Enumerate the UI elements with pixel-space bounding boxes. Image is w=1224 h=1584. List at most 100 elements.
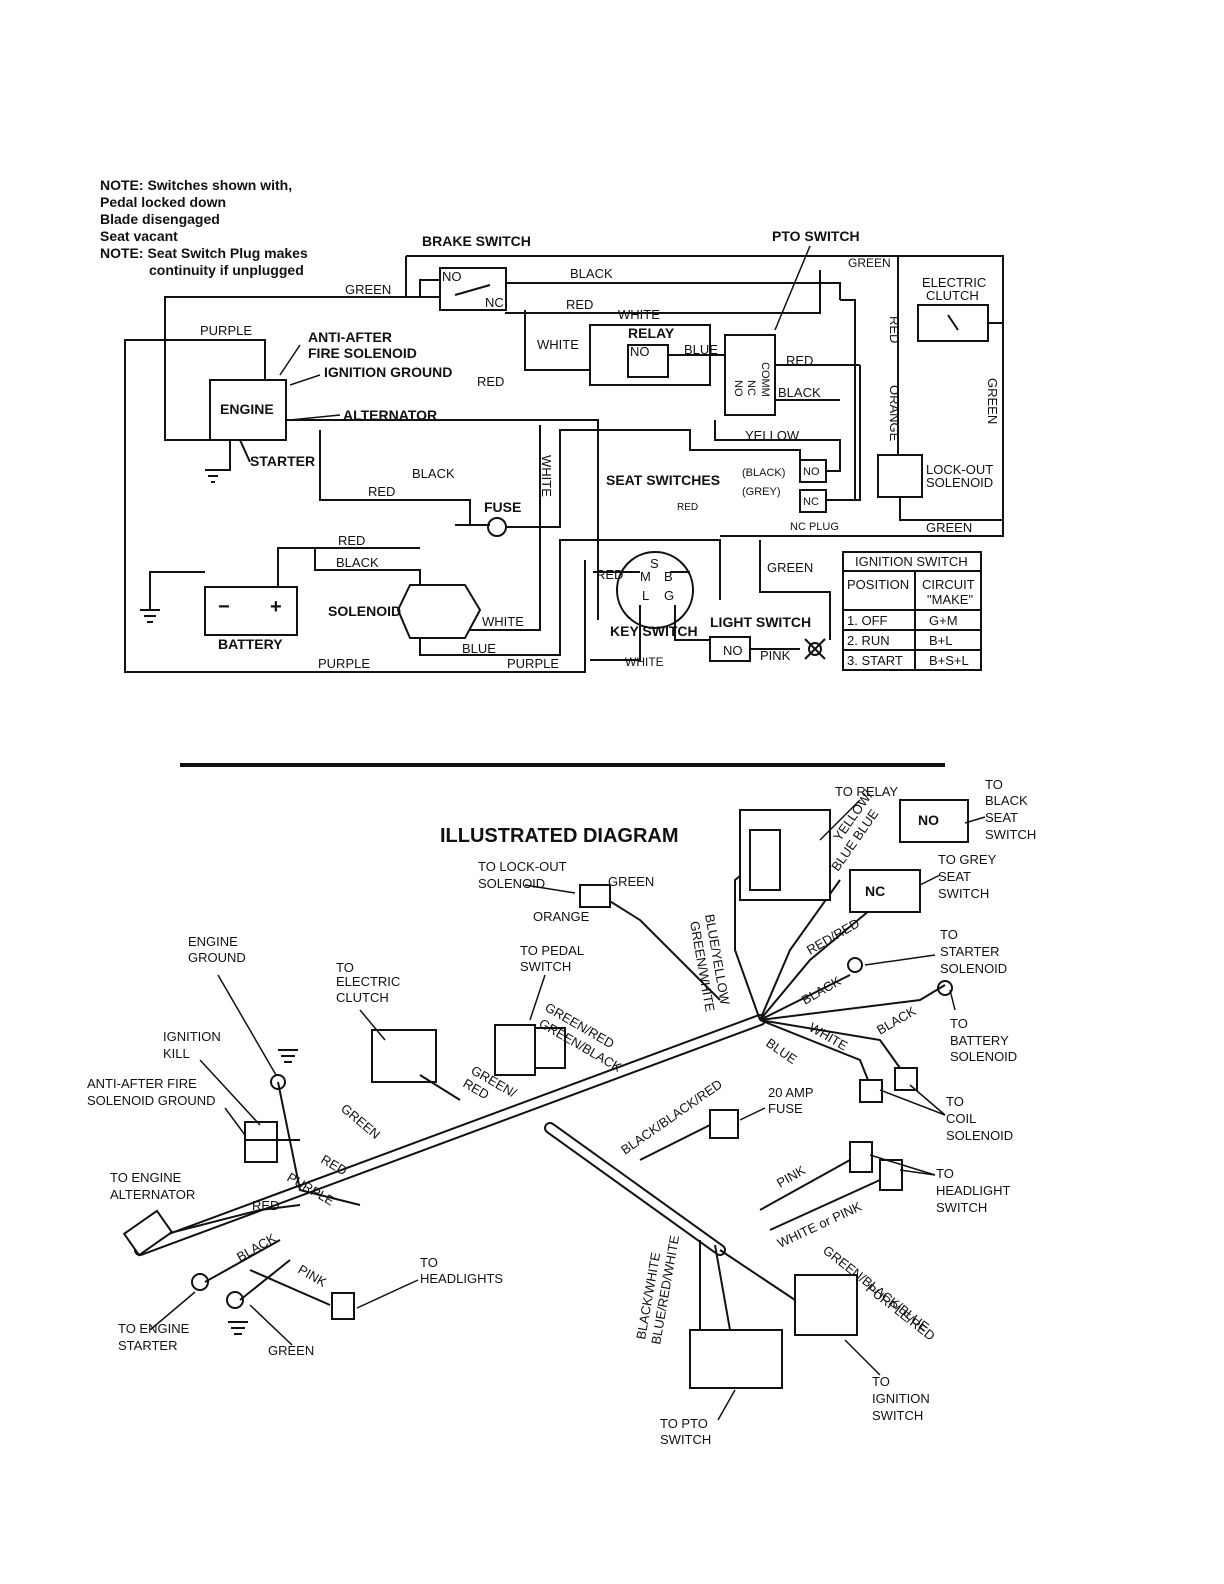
callout-fuse-1: 20 AMP bbox=[768, 1085, 814, 1100]
brake-switch-label: BRAKE SWITCH bbox=[422, 233, 531, 249]
wire-purple-3: PURPLE bbox=[507, 656, 559, 671]
key-b-label: B bbox=[664, 569, 673, 584]
illustrated-callouts: TO RELAY TO BLACK SEAT SWITCH TO GREY SE… bbox=[87, 777, 1036, 1447]
electric-clutch-label-2: CLUTCH bbox=[926, 288, 979, 303]
lockout-label-2: SOLENOID bbox=[926, 475, 993, 490]
wire-white-2: WHITE bbox=[537, 337, 579, 352]
wl-white-or-pink: WHITE or PINK bbox=[775, 1199, 864, 1251]
starter-label: STARTER bbox=[250, 453, 315, 469]
callout-clutch-3: CLUTCH bbox=[336, 990, 389, 1005]
callout-coil-3: SOLENOID bbox=[946, 1128, 1013, 1143]
callout-battery-sol-3: SOLENOID bbox=[950, 1049, 1017, 1064]
callout-starter-sol-2: STARTER bbox=[940, 944, 999, 959]
ignition-row-1-position: 1. OFF bbox=[847, 613, 888, 628]
callout-pedal-1: TO PEDAL bbox=[520, 943, 584, 958]
callout-clutch-2: ELECTRIC bbox=[336, 974, 400, 989]
anti-after-label-2: FIRE SOLENOID bbox=[308, 345, 417, 361]
ignition-ground-label: IGNITION GROUND bbox=[324, 364, 452, 380]
callout-pto-2: SWITCH bbox=[660, 1432, 711, 1447]
wl-purple-red: PURPLE/RED bbox=[863, 1281, 938, 1344]
key-switch-label: KEY SWITCH bbox=[610, 623, 698, 639]
wire-red-7: RED bbox=[596, 567, 623, 582]
schematic-notes: NOTE: Switches shown with, Pedal locked … bbox=[100, 177, 308, 278]
callout-grey-seat-2: SEAT bbox=[938, 869, 971, 884]
callout-battery-sol-1: TO bbox=[950, 1016, 968, 1031]
wire-purple-2: PURPLE bbox=[318, 656, 370, 671]
ignition-table-title: IGNITION SWITCH bbox=[855, 554, 968, 569]
callout-starter-sol-3: SOLENOID bbox=[940, 961, 1007, 976]
callout-starter-2: STARTER bbox=[118, 1338, 177, 1353]
note-line-1: NOTE: Switches shown with, bbox=[100, 177, 292, 193]
black-seat-no: NO bbox=[918, 812, 939, 828]
note-line-3: Blade disengaged bbox=[100, 211, 220, 227]
wire-black-4: BLACK bbox=[336, 555, 379, 570]
brake-no-label: NO bbox=[442, 269, 462, 284]
wire-white-1: WHITE bbox=[618, 307, 660, 322]
ignition-table-header-circuit: CIRCUIT bbox=[922, 577, 975, 592]
wire-red-1: RED bbox=[566, 297, 593, 312]
brake-nc-label: NC bbox=[485, 295, 504, 310]
callout-ign-sw-1: TO bbox=[872, 1374, 890, 1389]
harness-drawing: NO NC bbox=[122, 799, 986, 1421]
engine-label: ENGINE bbox=[220, 401, 274, 417]
wl-green-ground: GREEN bbox=[338, 1101, 383, 1142]
wl-green-starter-ground: GREEN bbox=[268, 1343, 314, 1358]
illustrated-title: ILLUSTRATED DIAGRAM bbox=[440, 825, 679, 847]
wire-blue-1: BLUE bbox=[684, 342, 718, 357]
electric-clutch-label-1: ELECTRIC bbox=[922, 275, 986, 290]
key-l-label: L bbox=[642, 588, 649, 603]
callout-black-seat-4: SWITCH bbox=[985, 827, 1036, 842]
battery-minus: − bbox=[218, 596, 230, 618]
callout-alternator-1: TO ENGINE bbox=[110, 1170, 182, 1185]
wire-red-6: RED bbox=[338, 533, 365, 548]
pto-nc-label: NC bbox=[745, 380, 757, 396]
ignition-table-header-make: "MAKE" bbox=[927, 592, 973, 607]
wire-red-vert: RED bbox=[887, 316, 902, 343]
wl-black-starter: BLACK bbox=[234, 1230, 279, 1264]
callout-grey-seat-3: SWITCH bbox=[938, 886, 989, 901]
wire-red-3: RED bbox=[477, 374, 504, 389]
note-line-6: continuity if unplugged bbox=[149, 262, 304, 278]
callout-anti-after-2: SOLENOID GROUND bbox=[87, 1093, 216, 1108]
note-line-4: Seat vacant bbox=[100, 228, 178, 244]
relay-no-label: NO bbox=[630, 344, 650, 359]
callout-to-relay: TO RELAY bbox=[835, 784, 898, 799]
wire-red-5: RED bbox=[677, 502, 698, 513]
callout-fuse-2: FUSE bbox=[768, 1101, 803, 1116]
wire-white-4: WHITE bbox=[625, 655, 664, 669]
callout-pedal-2: SWITCH bbox=[520, 959, 571, 974]
callout-ign-sw-3: SWITCH bbox=[872, 1408, 923, 1423]
callout-headlights-2: HEADLIGHTS bbox=[420, 1271, 503, 1286]
callout-headlight-sw-2: HEADLIGHT bbox=[936, 1183, 1010, 1198]
schematic-wires bbox=[124, 245, 1004, 673]
wire-black-1: BLACK bbox=[570, 266, 613, 281]
callout-clutch-1: TO bbox=[336, 960, 354, 975]
callout-lockout-1: TO LOCK-OUT bbox=[478, 859, 567, 874]
grey-seat-nc: NC bbox=[865, 883, 885, 899]
callout-ign-kill-2: KILL bbox=[163, 1046, 190, 1061]
callout-headlight-sw-3: SWITCH bbox=[936, 1200, 987, 1215]
callout-black-seat-3: SEAT bbox=[985, 810, 1018, 825]
callout-engine-ground-2: GROUND bbox=[188, 950, 246, 965]
note-line-5: NOTE: Seat Switch Plug makes bbox=[100, 245, 308, 261]
wl-blue: BLUE bbox=[763, 1035, 800, 1067]
note-line-2: Pedal locked down bbox=[100, 194, 226, 210]
wire-green-1: GREEN bbox=[345, 282, 391, 297]
battery-plus: + bbox=[270, 596, 282, 618]
pto-switch-label: PTO SWITCH bbox=[772, 228, 860, 244]
wire-purple-1: PURPLE bbox=[200, 323, 252, 338]
light-no-label: NO bbox=[723, 643, 743, 658]
ignition-table-header-position: POSITION bbox=[847, 577, 909, 592]
wl-pink-headlights: PINK bbox=[296, 1262, 330, 1290]
anti-after-label-1: ANTI-AFTER bbox=[308, 329, 392, 345]
wire-black-2: BLACK bbox=[778, 385, 821, 400]
wl-red-red: RED/RED bbox=[804, 915, 862, 957]
light-switch-label: LIGHT SWITCH bbox=[710, 614, 811, 630]
battery-label: BATTERY bbox=[218, 636, 283, 652]
wire-green-4: GREEN bbox=[926, 520, 972, 535]
callout-engine-ground-1: ENGINE bbox=[188, 934, 238, 949]
wire-green-vert: GREEN bbox=[985, 378, 1000, 424]
ignition-switch-table: IGNITION SWITCH POSITION CIRCUIT "MAKE" … bbox=[842, 551, 982, 671]
ignition-row-2-position: 2. RUN bbox=[847, 633, 890, 648]
